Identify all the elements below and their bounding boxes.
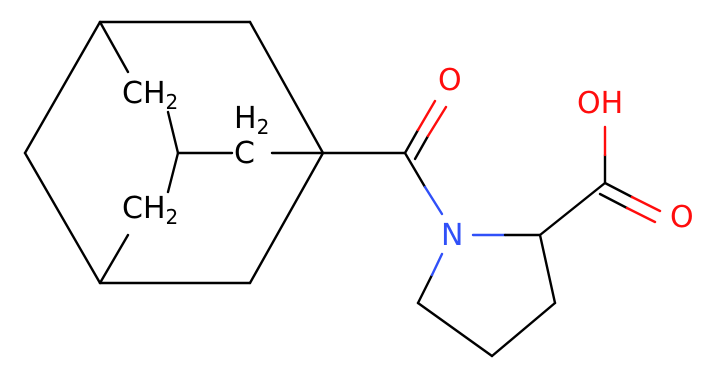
acid-oxygen-label: O: [670, 200, 694, 235]
bond: [248, 151, 325, 285]
ch2-label-upper: CH2: [122, 76, 178, 114]
bond: [166, 151, 180, 194]
bond: [426, 105, 448, 138]
bond: [603, 181, 634, 199]
bond: [23, 151, 102, 285]
bond: [248, 20, 325, 155]
bond: [598, 192, 629, 210]
bond: [403, 151, 427, 189]
pyrrolidine-ring: [416, 233, 557, 358]
bond: [430, 252, 444, 277]
amide-linkage: [321, 99, 448, 216]
bond: [403, 128, 420, 155]
carbonyl-oxygen-label: O: [438, 63, 462, 98]
bond: [423, 185, 444, 216]
nitrogen-label: N: [441, 218, 463, 253]
bond: [416, 273, 434, 305]
adamantane-cage: [23, 20, 325, 285]
bond: [630, 195, 662, 213]
ch2-label-bridge: H2: [234, 101, 269, 139]
bond: [625, 206, 657, 224]
bond: [23, 20, 102, 155]
ch2-label-bridge-carbon: C: [234, 136, 255, 171]
hydroxyl-label: OH: [577, 86, 623, 121]
bond: [490, 301, 557, 358]
bond: [538, 181, 607, 237]
bond: [98, 233, 130, 285]
bond: [166, 110, 180, 155]
ch2-label-lower: CH2: [122, 191, 178, 229]
bond: [416, 301, 494, 358]
bond: [416, 99, 437, 132]
bond: [98, 20, 130, 74]
carboxylic-acid: [538, 125, 662, 237]
bond: [538, 233, 557, 305]
bond: [413, 134, 430, 161]
